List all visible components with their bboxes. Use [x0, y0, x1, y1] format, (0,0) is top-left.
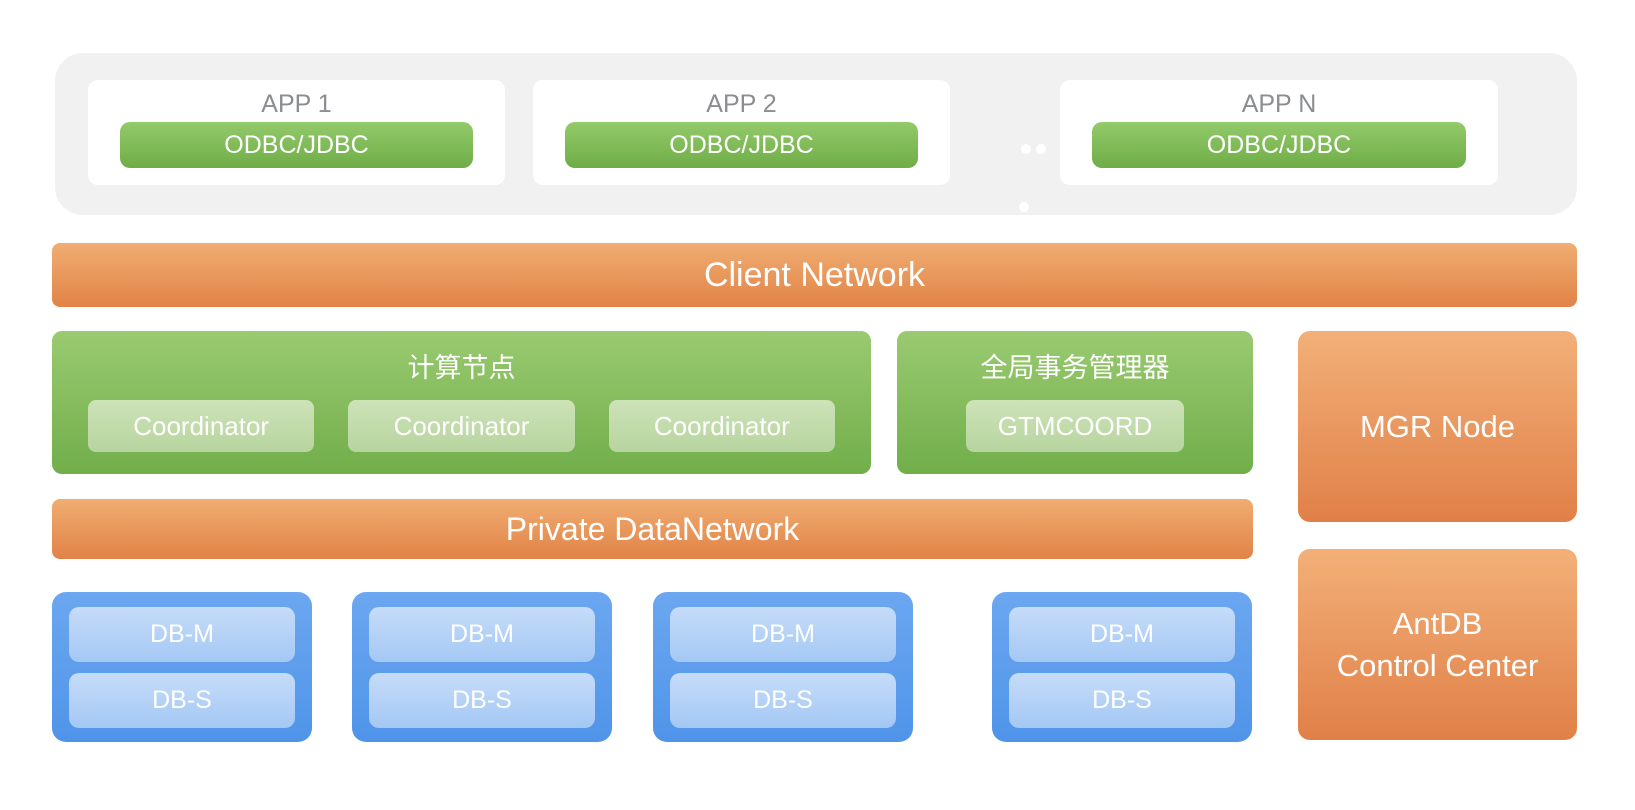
app-title: APP 1 — [261, 90, 332, 118]
app-title: APP 2 — [706, 90, 777, 118]
db-master-block: DB-M — [69, 607, 295, 662]
app-card-n: APP N ODBC/JDBC — [1060, 80, 1498, 185]
db-group-3: DB-M DB-S — [653, 592, 913, 742]
ellipsis-dot — [1036, 144, 1046, 154]
odbc-jdbc-block: ODBC/JDBC — [1092, 122, 1466, 168]
coordinator-block: Coordinator — [608, 400, 835, 452]
db-standby-block: DB-S — [69, 673, 295, 728]
client-network-bar: Client Network — [52, 243, 1577, 307]
app-title: APP N — [1241, 90, 1317, 118]
app-card-1: APP 1 ODBC/JDBC — [88, 80, 505, 185]
ellipsis-dot — [1019, 202, 1029, 212]
private-datanetwork-bar: Private DataNetwork — [52, 499, 1253, 559]
db-standby-block: DB-S — [369, 673, 595, 728]
ellipsis-dot — [1021, 144, 1031, 154]
db-standby-block: DB-S — [1009, 673, 1235, 728]
mgr-node-box: MGR Node — [1298, 331, 1577, 522]
db-standby-block: DB-S — [670, 673, 896, 728]
db-master-block: DB-M — [369, 607, 595, 662]
coordinator-block: Coordinator — [348, 400, 575, 452]
gtmcoord-block: GTMCOORD — [966, 400, 1184, 452]
db-master-block: DB-M — [670, 607, 896, 662]
db-group-4: DB-M DB-S — [992, 592, 1252, 742]
gtm-box: 全局事务管理器 GTMCOORD — [897, 331, 1253, 474]
compute-node-title: 计算节点 — [407, 353, 516, 383]
coordinator-row: Coordinator Coordinator Coordinator — [88, 400, 835, 452]
compute-node-box: 计算节点 Coordinator Coordinator Coordinator — [52, 331, 871, 474]
db-group-2: DB-M DB-S — [352, 592, 612, 742]
gtm-title: 全局事务管理器 — [980, 353, 1170, 383]
odbc-jdbc-block: ODBC/JDBC — [565, 122, 918, 168]
db-group-1: DB-M DB-S — [52, 592, 312, 742]
coordinator-block: Coordinator — [88, 400, 315, 452]
app-layer-panel: APP 1 ODBC/JDBC APP 2 ODBC/JDBC APP N OD… — [55, 53, 1577, 215]
app-card-2: APP 2 ODBC/JDBC — [533, 80, 950, 185]
antdb-control-center-box: AntDB Control Center — [1298, 549, 1577, 740]
odbc-jdbc-block: ODBC/JDBC — [120, 122, 473, 168]
db-master-block: DB-M — [1009, 607, 1235, 662]
